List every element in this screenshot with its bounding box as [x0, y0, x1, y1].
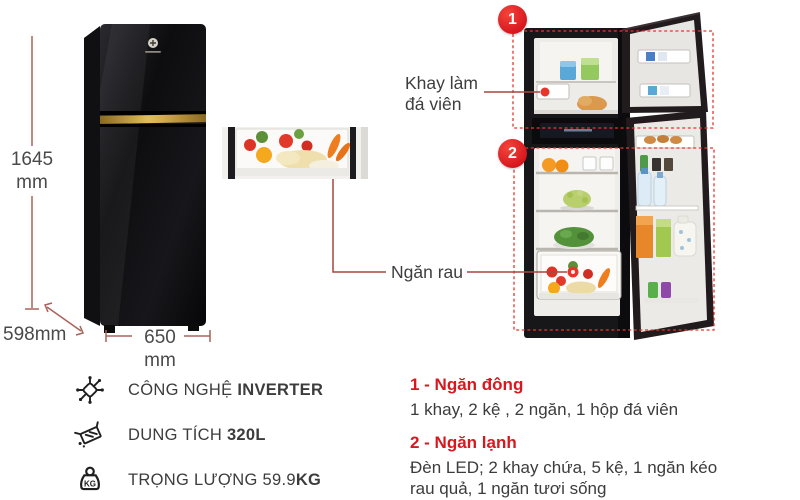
- fridge-door-open: [626, 110, 714, 340]
- freezer-door-open: [621, 12, 708, 113]
- ice-tray-callout-label: Khay làm đá viên: [405, 73, 478, 115]
- width-dimension-line: [105, 330, 211, 342]
- callout-badge-2: 2: [498, 139, 527, 168]
- feature-capacity-value: 320L: [226, 425, 266, 444]
- freezer-compartment: [534, 38, 618, 114]
- callout-badge-1: 1: [498, 5, 527, 34]
- weight-kg-icon: KG: [72, 462, 108, 498]
- vegetable-drawer-callout-label: Ngăn rau: [391, 262, 463, 282]
- fridge-callout-box: [513, 147, 715, 331]
- weight-icon-kg-text: KG: [84, 480, 96, 489]
- control-panel: [532, 118, 622, 144]
- legend-freezer-title: 1 - Ngăn đông: [410, 375, 524, 394]
- electrolux-logo-icon: [145, 38, 161, 53]
- legend-item-fridge: 2 - Ngăn lạnh Đèn LED; 2 khay chứa, 5 kệ…: [410, 433, 722, 500]
- drawer-inset-photo: [222, 127, 368, 179]
- feature-inverter-label: CÔNG NGHỆ INVERTER: [128, 381, 323, 400]
- depth-dimension-label: 598mm: [3, 324, 67, 345]
- feature-capacity-text: DUNG TÍCH: [128, 425, 227, 444]
- feature-list: CÔNG NGHỆ INVERTER DUNG TÍCH 320L: [72, 372, 323, 500]
- feature-inverter-text: CÔNG NGHỆ: [128, 380, 238, 399]
- height-dimension-line: [25, 36, 39, 310]
- height-unit: mm: [16, 172, 48, 193]
- callout-legend: 1 - Ngăn đông 1 khay, 2 kệ , 2 ngăn, 1 h…: [410, 375, 722, 500]
- open-fridge-photo: [524, 12, 714, 340]
- vegetable-drawer-dot-center: [571, 270, 575, 274]
- vegetable-drawer: [536, 250, 622, 300]
- ice-tray-label-line1: Khay làm: [405, 73, 478, 93]
- feature-capacity-label: DUNG TÍCH 320L: [128, 426, 266, 445]
- depth-dimension-arrow: [43, 302, 85, 336]
- height-value: 1645: [10, 149, 54, 170]
- dimension-annotations: [25, 36, 211, 342]
- legend-freezer-description: 1 khay, 2 kệ , 2 ngăn, 1 hộp đá viên: [410, 400, 679, 419]
- callout-annotations: [332, 30, 715, 331]
- ice-tray-dot: [540, 87, 550, 97]
- width-dimension-label: 650 mm: [133, 326, 187, 372]
- feature-inverter-value: INVERTER: [237, 380, 324, 399]
- feature-weight-text: TRỌNG LƯỢNG 59.9: [128, 470, 296, 489]
- feature-row-inverter: CÔNG NGHỆ INVERTER: [72, 372, 323, 408]
- milk-jug: [673, 215, 697, 257]
- closed-fridge-photo: [84, 24, 207, 333]
- legend-fridge-description: Đèn LED; 2 khay chứa, 5 kệ, 1 ngăn kéo r…: [410, 457, 718, 499]
- width-unit: mm: [144, 350, 176, 371]
- capacity-carton-icon: [72, 417, 108, 453]
- gold-trim: [99, 114, 207, 124]
- fridge-compartment: [534, 148, 622, 316]
- feature-row-weight: KG TRỌNG LƯỢNG 59.9KG: [72, 462, 323, 498]
- feature-weight-label: TRỌNG LƯỢNG 59.9KG: [128, 471, 321, 490]
- feature-row-capacity: DUNG TÍCH 320L: [72, 417, 323, 453]
- legend-fridge-title: 2 - Ngăn lạnh: [410, 432, 517, 452]
- ice-tray-label-line2: đá viên: [405, 94, 462, 114]
- freezer-callout-box: [512, 30, 714, 129]
- legend-item-freezer: 1 - Ngăn đông 1 khay, 2 kệ , 2 ngăn, 1 h…: [410, 375, 722, 421]
- width-value: 650: [144, 327, 176, 348]
- height-dimension-label: 1645 mm: [6, 148, 58, 194]
- inset-connector-line: [332, 179, 386, 273]
- feature-weight-value: KG: [295, 470, 322, 489]
- inverter-circuit-icon: [72, 372, 108, 408]
